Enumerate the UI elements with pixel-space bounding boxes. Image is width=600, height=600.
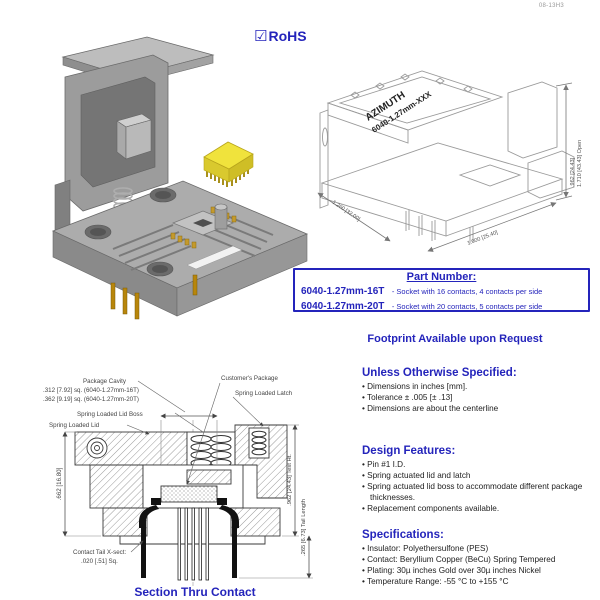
section-view-figure: Package Cavity .312 [7.92] sq. (6040-1.2… xyxy=(43,375,313,599)
dim-width-left: 1.260 [32.00] xyxy=(331,200,361,223)
section-view-title: Section Thru Contact xyxy=(134,585,255,599)
section-design-features: Design Features: • Pin #1 I.D. • Spring … xyxy=(362,445,596,514)
socket-lid-open xyxy=(61,36,215,212)
doc-number: 08-13H3 xyxy=(538,3,564,9)
part-number-16t-desc: - Socket with 16 contacts, 4 contacts pe… xyxy=(391,287,543,296)
label-contact-tail-2: .020 [.51] Sq. xyxy=(81,558,118,565)
design-item: • Spring actuated lid and latch xyxy=(362,471,471,481)
yellow-package xyxy=(203,141,254,187)
unless-item: • Tolerance ± .005 [± .13] xyxy=(362,393,453,403)
part-number-title: Part Number: xyxy=(406,271,477,283)
design-item: • Pin #1 I.D. xyxy=(362,460,406,469)
label-customers-package: Customer's Package xyxy=(221,375,278,382)
label-cavity-16t: .312 [7.92] sq. (6040-1.27mm-16T) xyxy=(43,387,139,394)
specs-item: • Insulator: Polyethersulfone (PES) xyxy=(362,544,489,553)
label-package-cavity: Package Cavity xyxy=(83,378,127,385)
specs-item: • Temperature Range: -55 °C to +155 °C xyxy=(362,577,509,587)
design-item: • Spring actuated lid boss to accommodat… xyxy=(362,482,583,503)
iso-dim-lines xyxy=(317,82,573,252)
unless-item: • Dimensions in inches [mm]. xyxy=(362,382,468,391)
base-holes xyxy=(84,187,177,277)
solder-pins xyxy=(110,274,198,320)
part-number-row-20t: 6040-1.27mm-20T - Socket with 20 contact… xyxy=(301,298,588,313)
dim-tail-length: .265 [6.73] Tail Length xyxy=(301,499,307,556)
latch-spring xyxy=(251,430,267,456)
rohs-badge: ☑RoHS xyxy=(254,27,307,45)
design-item: • Replacement components available. xyxy=(362,504,500,514)
unless-title: Unless Otherwise Specified: xyxy=(362,367,517,379)
label-contact-tail-1: Contact Tail X-sect: xyxy=(73,549,126,556)
unless-item: • Dimensions are about the centerline xyxy=(362,404,499,414)
iso-brand: AZIMUTH 6040-1.27mm-XXX xyxy=(364,89,434,134)
rohs-label: RoHS xyxy=(268,28,307,44)
iso-dim-labels: .962 [24.43] 1.710 [43.43] Open 1.260 [3… xyxy=(331,140,583,247)
contact-tails xyxy=(177,507,209,581)
footprint-note: Footprint Available upon Request xyxy=(367,333,543,345)
dimension-lines xyxy=(62,380,313,579)
specs-item: • Plating: 30µ inches Gold over 30µ inch… xyxy=(362,566,541,576)
base-slot xyxy=(186,245,243,270)
label-spring-loaded-lid-boss: Spring Loaded Lid Boss xyxy=(77,411,143,418)
socket-base xyxy=(51,179,309,320)
dim-test-ht: .962 [24.43] Test Ht. xyxy=(287,454,293,506)
specs-item: • Contact: Beryllium Copper (BeCu) Sprin… xyxy=(362,555,556,565)
part-number-20t-desc: - Socket with 20 contacts, 5 contacts pe… xyxy=(391,302,543,311)
part-number-16t: 6040-1.27mm-16T xyxy=(301,286,385,297)
cross-section-body xyxy=(74,424,288,545)
design-title: Design Features: xyxy=(362,445,456,457)
rohs-checkbox-icon: ☑ xyxy=(254,28,268,45)
label-spring-loaded-latch: Spring Loaded Latch xyxy=(235,390,293,397)
part-number-row-16t: 6040-1.27mm-16T - Socket with 16 contact… xyxy=(301,283,588,298)
part-number-box: Part Number: 6040-1.27mm-16T - Socket wi… xyxy=(293,268,590,312)
specs-title: Specifications: xyxy=(362,529,444,541)
section-unless-otherwise-specified: Unless Otherwise Specified: • Dimensions… xyxy=(362,367,596,414)
contacts xyxy=(139,498,239,578)
section-specifications: Specifications: • Insulator: Polyethersu… xyxy=(362,529,596,587)
socket-3d-render-figure xyxy=(51,36,309,320)
dim-width-right: 1.000 [25.40] xyxy=(467,230,500,247)
socket-iso-figure: AZIMUTH 6040-1.27mm-XXX .962 [24.43] 1.7… xyxy=(317,70,583,252)
dim-height-open: 1.710 [43.43] Open xyxy=(577,140,583,187)
section-view-labels: Package Cavity .312 [7.92] sq. (6040-1.2… xyxy=(43,375,307,565)
boss-springs xyxy=(190,435,232,467)
label-spring-loaded-lid: Spring Loaded Lid xyxy=(49,422,100,429)
part-number-20t: 6040-1.27mm-20T xyxy=(301,301,385,312)
dim-lid-height: .662 [16.80] xyxy=(56,467,63,500)
dim-height: .962 [24.43] xyxy=(570,157,576,187)
label-cavity-20t: .362 [9.19] sq. (6040-1.27mm-20T) xyxy=(43,396,139,403)
